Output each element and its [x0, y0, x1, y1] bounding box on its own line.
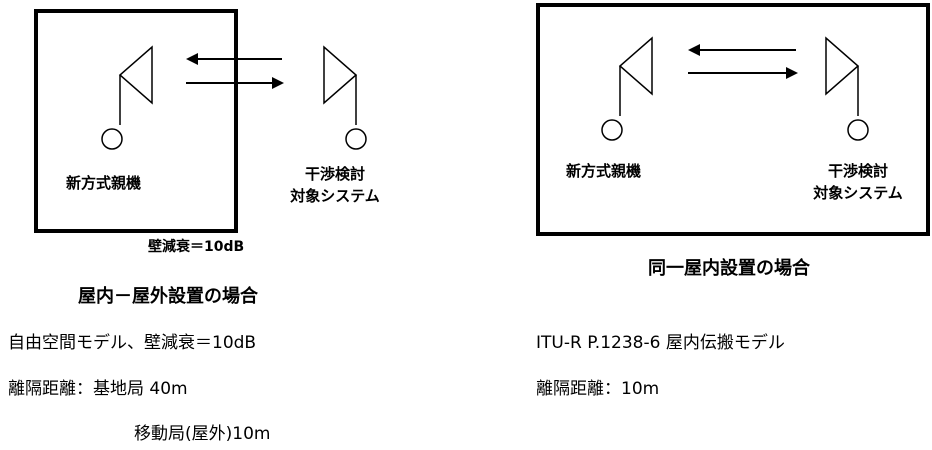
note-left-3: 移動局(屋外)10m — [134, 424, 271, 444]
note-left-1: 自由空間モデル、壁減衰＝10dB — [8, 333, 257, 353]
antenna-target-right-icon — [825, 36, 869, 141]
target-label-left: 干渉検討 対象システム — [270, 163, 400, 207]
note-right-2: 離隔距離：10m — [536, 379, 660, 399]
caption-left: 屋内－屋外設置の場合 — [78, 286, 258, 307]
target-label-right: 干渉検討 対象システム — [798, 160, 918, 204]
antenna-left-device-icon — [101, 45, 153, 150]
target-line2-left: 対象システム — [290, 187, 380, 205]
device-label-right: 新方式親機 — [566, 162, 642, 180]
antenna-right-device-icon — [601, 36, 653, 141]
antenna-target-left-icon — [323, 45, 367, 150]
device-label-left: 新方式親機 — [66, 174, 142, 192]
target-line1-left: 干渉検討 — [304, 165, 365, 183]
arrow-right-icon — [186, 77, 284, 89]
target-line2-right: 対象システム — [813, 184, 903, 202]
arrow-left-icon — [186, 53, 282, 65]
target-line1-right: 干渉検討 — [827, 162, 888, 180]
caption-right: 同一屋内設置の場合 — [648, 258, 810, 279]
arrow-left-icon-right — [688, 44, 796, 56]
arrow-right-icon-right — [688, 67, 798, 79]
indoor-room-box-right — [536, 3, 930, 236]
note-left-2: 離隔距離：基地局 40m — [8, 379, 188, 399]
wall-loss-label: 壁減衰＝10dB — [148, 239, 245, 255]
note-right-1: ITU-R P.1238-6 屋内伝搬モデル — [536, 333, 785, 353]
indoor-room-box-left — [34, 9, 238, 233]
